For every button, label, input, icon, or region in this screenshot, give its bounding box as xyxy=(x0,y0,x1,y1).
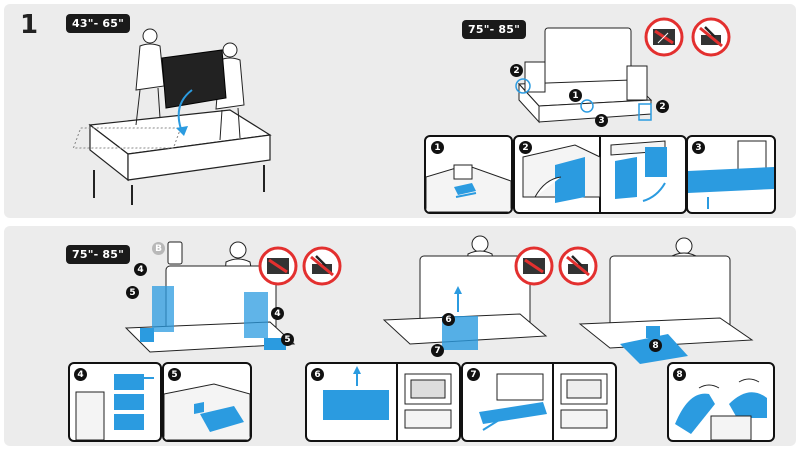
inset-step-6 xyxy=(305,362,461,442)
inset-marker-7: 7 xyxy=(467,368,480,381)
size-label-43-65: 43"- 65" xyxy=(66,14,131,33)
marker-7: 7 xyxy=(431,344,444,357)
lift-tv-illustration xyxy=(578,237,754,364)
marker-4-right: 4 xyxy=(271,307,284,320)
inset-step-2 xyxy=(513,135,687,214)
remove-bottom-insert-illustration xyxy=(382,235,548,350)
inset-step-4 xyxy=(68,362,162,442)
size-label-75-85-top: 75"- 85" xyxy=(462,20,527,39)
marker-5-left: 5 xyxy=(126,286,139,299)
marker-3: 3 xyxy=(595,114,608,127)
no-screen-pressure-icon xyxy=(514,246,554,286)
inset-marker-2: 2 xyxy=(519,141,532,154)
no-sharp-tool-icon xyxy=(558,246,598,286)
marker-5-right: 5 xyxy=(281,333,294,346)
no-screen-pressure-icon xyxy=(644,17,684,57)
no-sharp-tool-icon xyxy=(691,17,731,57)
step-number: 1 xyxy=(20,10,39,40)
size-label-75-85-bottom: 75"- 85" xyxy=(66,245,131,264)
remove-inserts-illustration xyxy=(124,241,296,353)
inset-marker-4: 4 xyxy=(74,368,87,381)
marker-4-left: 4 xyxy=(134,263,147,276)
table-placement-illustration xyxy=(72,28,272,205)
inset-step-7 xyxy=(461,362,617,442)
marker-1: 1 xyxy=(569,89,582,102)
inset-marker-8: 8 xyxy=(673,368,686,381)
inset-marker-3: 3 xyxy=(692,141,705,154)
marker-2-left: 2 xyxy=(510,64,523,77)
box-unpacking-illustration xyxy=(515,27,653,124)
no-sharp-tool-icon xyxy=(302,246,342,286)
marker-8: 8 xyxy=(649,339,662,352)
inset-marker-6: 6 xyxy=(311,368,324,381)
no-screen-pressure-icon xyxy=(258,246,298,286)
inset-marker-5: 5 xyxy=(168,368,181,381)
marker-6: 6 xyxy=(442,313,455,326)
inset-step-8 xyxy=(667,362,775,442)
marker-B: B xyxy=(152,242,165,255)
marker-2-right: 2 xyxy=(656,100,669,113)
inset-marker-1: 1 xyxy=(431,141,444,154)
